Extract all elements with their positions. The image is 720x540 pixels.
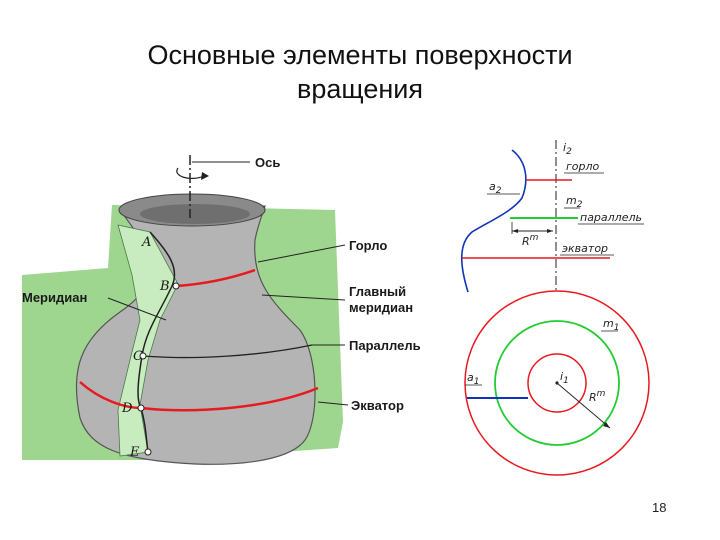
top-rm-label: Rm bbox=[589, 389, 606, 404]
top-equator-circle bbox=[464, 290, 650, 476]
axis-label: Ось bbox=[255, 155, 280, 170]
vase-inner-shadow bbox=[140, 204, 250, 224]
front-equator-label: экватор bbox=[562, 242, 608, 255]
front-parallel-label: параллель bbox=[580, 211, 642, 224]
top-a1-label: a1 bbox=[467, 371, 479, 387]
front-r-label: Rm bbox=[522, 233, 539, 248]
meridian-leader bbox=[107, 297, 167, 321]
equator-line bbox=[79, 381, 142, 410]
title-line-2: вращения bbox=[297, 74, 423, 104]
front-radius-arrow-r bbox=[547, 229, 553, 233]
main-meridian-leader bbox=[261, 294, 346, 301]
top-radius-dim bbox=[556, 382, 611, 429]
equator-line-front bbox=[140, 386, 319, 412]
equator-label: Экватор bbox=[351, 398, 404, 413]
point-c-marker bbox=[139, 352, 147, 360]
equator-leader bbox=[317, 401, 349, 406]
point-b-marker bbox=[172, 282, 180, 290]
throat-line bbox=[175, 268, 256, 288]
point-b-label: B bbox=[159, 279, 170, 294]
point-d-marker bbox=[137, 404, 145, 412]
point-a-label: A bbox=[141, 235, 151, 250]
front-a-label: a2 bbox=[489, 180, 502, 196]
parallel-label: Параллель bbox=[349, 338, 421, 353]
throat-label: Горло bbox=[349, 238, 387, 253]
top-center-point bbox=[555, 381, 559, 385]
front-i-label: i2 bbox=[563, 141, 572, 157]
top-view-drawing: m1 a1 i1 Rm bbox=[464, 290, 650, 476]
slide-title: Основные элементы поверхности вращения bbox=[0, 38, 720, 106]
point-markers bbox=[137, 282, 180, 456]
top-parallel-circle bbox=[494, 320, 620, 446]
meridian-label: Меридиан bbox=[22, 290, 87, 305]
parallel-line bbox=[142, 344, 313, 359]
top-throat-circle bbox=[527, 353, 587, 413]
profile-curve bbox=[460, 149, 527, 293]
vase-illustration: A B C D E Ось Горло Главный меридиан Мер… bbox=[22, 155, 421, 465]
point-e-marker bbox=[144, 448, 152, 456]
top-radius-arrow bbox=[603, 422, 610, 428]
page-number: 18 bbox=[652, 500, 667, 515]
front-m-label: m2 bbox=[566, 194, 583, 210]
throat-leader bbox=[257, 244, 346, 263]
front-throat-label: горло bbox=[566, 160, 600, 173]
top-i1-label: i1 bbox=[560, 370, 569, 386]
axis-rotation-arrow bbox=[176, 167, 205, 180]
point-d-label: D bbox=[121, 401, 133, 416]
front-radius-arrow-l bbox=[512, 229, 518, 233]
point-e-label: E bbox=[129, 445, 140, 460]
top-m1-label: m1 bbox=[603, 317, 619, 333]
main-meridian-label-1: Главный bbox=[349, 284, 406, 299]
axis-arrow-head bbox=[201, 172, 209, 180]
main-meridian-label-2: меридиан bbox=[349, 300, 413, 315]
front-view-drawing: i2 горло a2 m2 параллель Rm экватор bbox=[460, 140, 644, 293]
title-line-1: Основные элементы поверхности bbox=[147, 40, 573, 70]
point-c-label: C bbox=[133, 349, 143, 364]
